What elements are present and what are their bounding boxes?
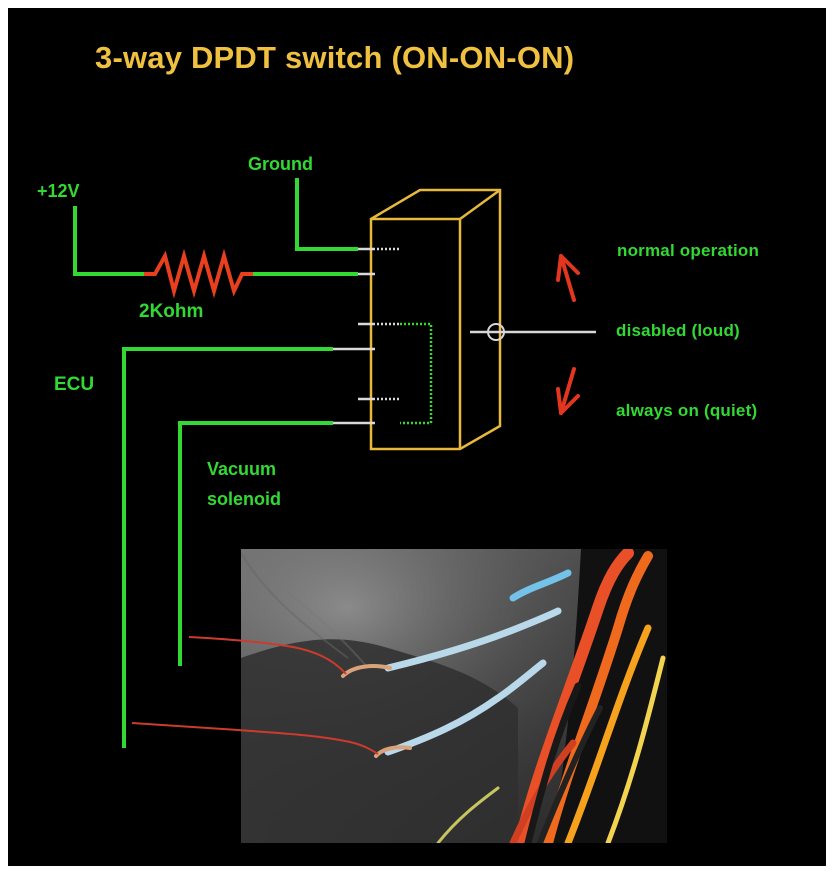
diagram-title: 3-way DPDT switch (ON-ON-ON) [95, 40, 575, 75]
disabled-label: disabled (loud) [616, 321, 740, 340]
ecu-wire [122, 347, 333, 748]
always-on-label: always on (quiet) [616, 401, 758, 420]
vacuum-label-line-1: Vacuum [207, 459, 277, 479]
ecu-lead [131, 722, 379, 755]
plus12v-wire [73, 206, 144, 276]
ground-wire [295, 178, 358, 251]
vacuum-label-line-2: solenoid [207, 489, 282, 509]
resistor-symbol [144, 248, 253, 299]
switch-pins [333, 247, 400, 425]
vacuum-solenoid-lead [188, 636, 347, 675]
ground-label: Ground [248, 154, 313, 174]
wire-photo [241, 549, 667, 843]
up-arrow [556, 254, 580, 302]
switch-pivot [487, 323, 505, 341]
resistor-label: 2Kohm [139, 301, 204, 322]
diagram-canvas [73, 178, 667, 843]
plus12v-label: +12V [37, 181, 80, 201]
vacuum-solenoid-wire [178, 421, 333, 666]
wiring-diagram: 3-way DPDT switch (ON-ON-ON) Ground +12V… [8, 8, 826, 866]
down-arrow [556, 367, 580, 415]
dpdt-switch [369, 188, 502, 451]
ecu-label: ECU [54, 374, 95, 395]
normal-operation-label: normal operation [617, 241, 760, 260]
internal-jumper [400, 322, 433, 425]
